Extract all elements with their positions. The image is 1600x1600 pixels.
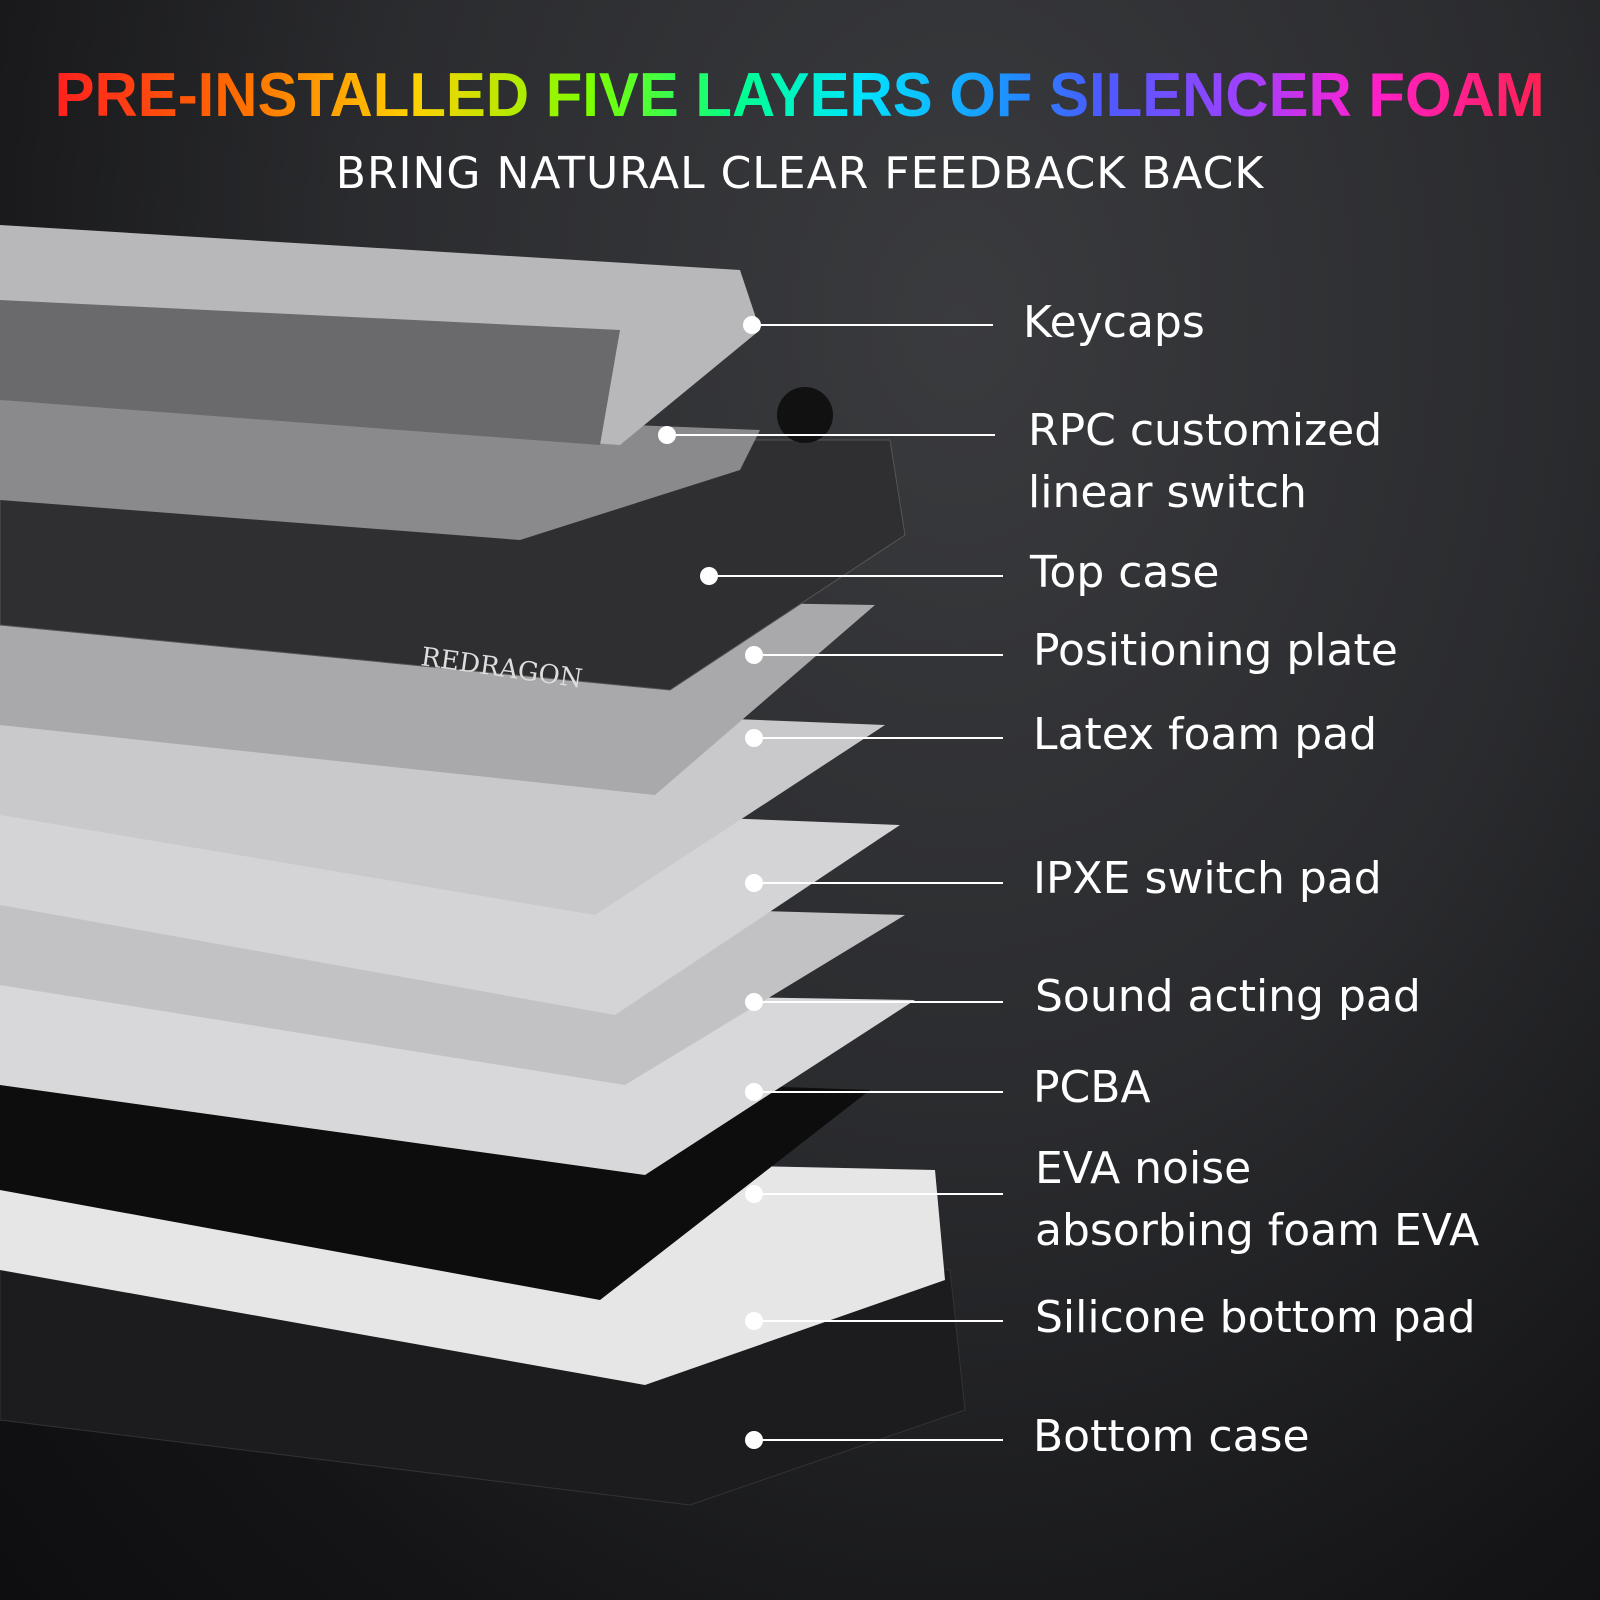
label-bottom-case: Bottom case: [1033, 1406, 1310, 1468]
label-top-case: Top case: [1030, 542, 1219, 604]
label-line: EVA noise: [1035, 1143, 1252, 1194]
label-silicone: Silicone bottom pad: [1035, 1287, 1476, 1349]
callout-line: [709, 575, 1003, 577]
label-eva: EVA noise absorbing foam EVA: [1035, 1138, 1479, 1262]
label-line: PCBA: [1033, 1062, 1151, 1113]
callout-line: [754, 1091, 1003, 1093]
label-latex-foam: Latex foam pad: [1033, 704, 1377, 766]
label-line: Silicone bottom pad: [1035, 1292, 1476, 1343]
label-ipxe: IPXE switch pad: [1033, 848, 1382, 910]
label-line: Positioning plate: [1033, 625, 1398, 676]
label-line: Sound acting pad: [1035, 971, 1421, 1022]
label-switch: RPC customized linear switch: [1028, 400, 1382, 524]
label-line: Keycaps: [1023, 297, 1205, 348]
label-positioning-plate: Positioning plate: [1033, 620, 1398, 682]
label-line: IPXE switch pad: [1033, 853, 1382, 904]
subtitle: BRING NATURAL CLEAR FEEDBACK BACK: [335, 148, 1265, 199]
label-line: absorbing foam EVA: [1035, 1205, 1480, 1256]
label-keycaps: Keycaps: [1023, 292, 1205, 354]
label-sound: Sound acting pad: [1035, 966, 1421, 1028]
keycaps-front-row: [0, 300, 620, 445]
callout-line: [754, 882, 1003, 884]
headline-title: PRE-INSTALLED FIVE LAYERS OF SILENCER FO…: [55, 58, 1545, 134]
callout-line: [754, 1001, 1003, 1003]
callout-line: [667, 434, 995, 436]
callout-line: [754, 1439, 1003, 1441]
label-line: Latex foam pad: [1033, 709, 1378, 760]
headline-container: PRE-INSTALLED FIVE LAYERS OF SILENCER FO…: [0, 58, 1600, 134]
callout-line: [754, 1193, 1003, 1195]
label-line: linear switch: [1028, 467, 1307, 518]
label-line: RPC customized: [1028, 405, 1383, 456]
label-pcba: PCBA: [1033, 1057, 1151, 1119]
callout-line: [752, 324, 993, 326]
label-line: Bottom case: [1033, 1411, 1310, 1462]
label-line: Top case: [1030, 547, 1220, 598]
callout-line: [754, 654, 1003, 656]
callout-line: [754, 1320, 1003, 1322]
knob: [777, 387, 833, 443]
callout-line: [754, 737, 1003, 739]
